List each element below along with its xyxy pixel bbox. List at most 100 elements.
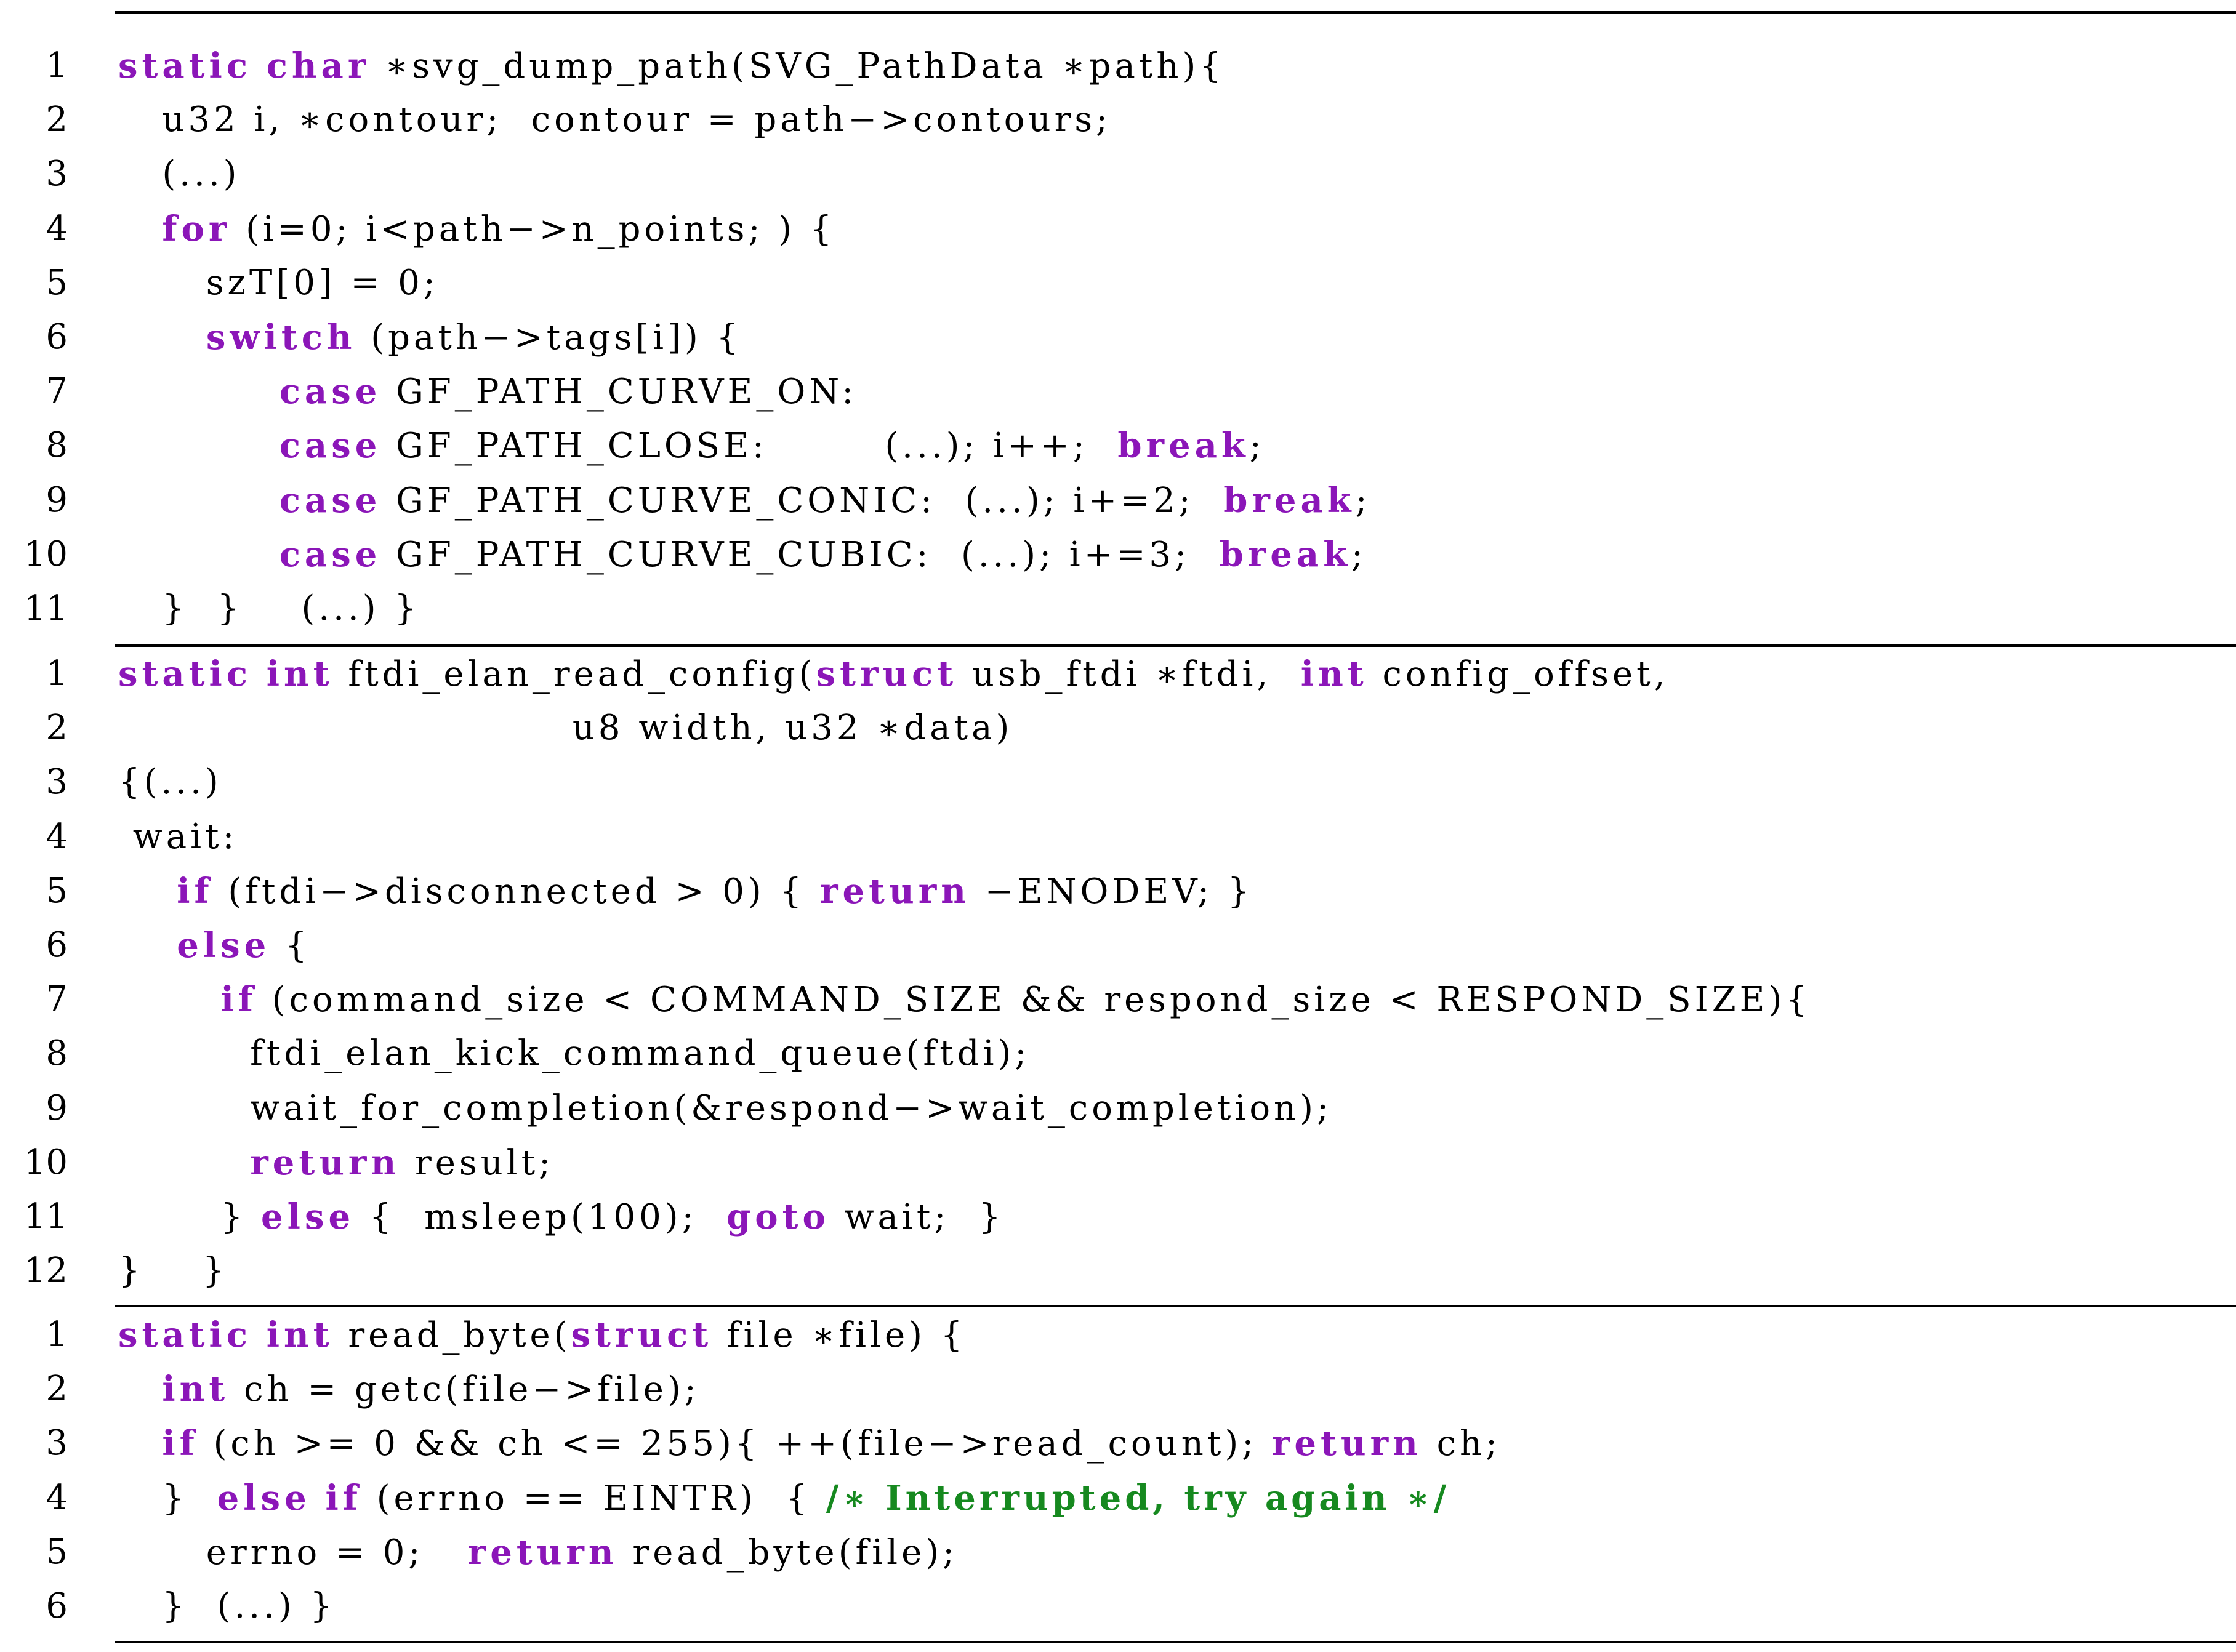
keyword-token: goto [726, 1197, 830, 1237]
code-line: case GF_PATH_CURVE_CONIC: (...); i+=2; b… [118, 479, 1370, 523]
code-line: case GF_PATH_CURVE_CUBIC: (...); i+=3; b… [118, 533, 1367, 577]
code-token [118, 426, 280, 466]
line-number: 10 [23, 1142, 68, 1182]
line-number: 8 [46, 425, 68, 466]
code-line: {(...) [118, 761, 222, 804]
keyword-token: return [820, 870, 970, 912]
keyword-token: char [266, 46, 371, 86]
line-number: 10 [23, 534, 68, 574]
horizontal-rule [115, 1305, 2236, 1307]
horizontal-rule [115, 11, 2236, 14]
code-line: } (...) } [118, 1585, 336, 1628]
keyword-token: break [1219, 534, 1352, 575]
code-line: ftdi_elan_kick_command_queue(ftdi); [118, 1032, 1030, 1075]
code-token: } } [118, 1251, 228, 1291]
keyword-token: case [279, 371, 382, 412]
code-line: else { [118, 924, 311, 968]
code-token: GF_PATH_CURVE_ON: [381, 372, 858, 412]
code-line: } else { msleep(100); goto wait; } [118, 1195, 1004, 1239]
code-token: usb_ftdi ∗ftdi, [957, 654, 1301, 694]
code-token: −ENODEV; } [970, 871, 1253, 912]
code-token: GF_PATH_CURVE_CONIC: (...); i+=2; [381, 480, 1224, 521]
line-number: 11 [23, 588, 68, 628]
code-token: ; [1351, 534, 1367, 575]
code-line: return result; [118, 1141, 554, 1185]
keyword-token: for [162, 208, 231, 249]
code-line: for (i=0; i<path−>n_points; ) { [118, 207, 835, 251]
code-token [118, 980, 221, 1020]
line-number: 5 [46, 870, 68, 911]
code-token [118, 209, 162, 249]
keyword-token: struct [571, 1315, 713, 1355]
comment-token: /∗ Interrupted, try again ∗/ [826, 1477, 1450, 1518]
code-token: u8 width, u32 ∗data) [118, 708, 1013, 748]
code-token [252, 1315, 267, 1355]
code-token: ch; [1422, 1424, 1501, 1464]
code-token: (errno == EINTR) { [361, 1478, 826, 1518]
keyword-token: break [1223, 479, 1356, 521]
code-line: szT[0] = 0; [118, 262, 439, 305]
line-number: 8 [46, 1033, 68, 1074]
horizontal-rule [115, 644, 2236, 647]
keyword-token: if [177, 870, 214, 912]
code-token: (command_size < COMMAND_SIZE && respond_… [257, 980, 1811, 1020]
code-token [118, 318, 206, 358]
code-token: GF_PATH_CLOSE: (...); i++; [381, 426, 1118, 467]
keyword-token: static [118, 46, 252, 86]
code-token: read_byte( [333, 1315, 571, 1355]
code-token: ftdi_elan_kick_command_queue(ftdi); [118, 1033, 1031, 1074]
code-token: (i=0; i<path−>n_points; ) { [231, 209, 836, 249]
code-token: u32 i, ∗contour; contour = path−>contour… [118, 100, 1111, 140]
keyword-token: if [220, 979, 257, 1020]
code-token: GF_PATH_CURVE_CUBIC: (...); i+=3; [381, 534, 1220, 575]
keyword-token: return [250, 1142, 401, 1183]
code-line: wait_for_completion(&respond−>wait_compl… [118, 1087, 1332, 1130]
code-line: wait: [118, 816, 238, 859]
keyword-token: struct [816, 654, 958, 694]
code-line: } else if (errno == EINTR) { /∗ Interrup… [118, 1477, 1450, 1520]
code-token [252, 46, 267, 86]
code-token [118, 1424, 162, 1464]
line-number: 11 [23, 1197, 68, 1237]
code-token: errno = 0; [118, 1532, 468, 1573]
code-token: (ch >= 0 && ch <= 255){ ++(file−>read_co… [198, 1424, 1272, 1464]
keyword-token: int [1300, 654, 1368, 694]
code-token: } (...) } [118, 1586, 336, 1626]
keyword-token: return [467, 1531, 618, 1573]
code-token: szT[0] = 0; [118, 262, 439, 303]
code-token [118, 1369, 162, 1409]
line-number: 4 [46, 1477, 68, 1518]
code-token: } } (...) } [118, 588, 420, 628]
line-number: 2 [46, 708, 68, 748]
keyword-token: int [162, 1369, 230, 1410]
code-token: { msleep(100); [355, 1197, 727, 1237]
keyword-token: else [261, 1197, 355, 1237]
code-token [118, 535, 280, 575]
code-token: wait_for_completion(&respond−>wait_compl… [118, 1088, 1332, 1128]
line-number: 12 [23, 1251, 68, 1291]
line-number: 3 [46, 762, 68, 803]
line-number: 1 [46, 654, 68, 694]
line-number: 7 [46, 979, 68, 1020]
line-number: 1 [46, 1315, 68, 1355]
line-number: 6 [46, 925, 68, 965]
code-line: if (command_size < COMMAND_SIZE && respo… [118, 978, 1811, 1022]
code-line: u32 i, ∗contour; contour = path−>contour… [118, 98, 1111, 142]
code-line: } } [118, 1249, 228, 1293]
code-line: static char ∗svg_dump_path(SVG_PathData … [118, 44, 1225, 88]
code-line: static int read_byte(struct file ∗file) … [118, 1313, 966, 1357]
line-number: 4 [46, 816, 68, 857]
code-line: int ch = getc(file−>file); [118, 1368, 700, 1411]
code-token: { [270, 926, 311, 966]
code-token: (ftdi−>disconnected > 0) { [213, 871, 820, 912]
code-line: errno = 0; return read_byte(file); [118, 1531, 958, 1574]
line-number: 3 [46, 1423, 68, 1464]
line-number: 6 [46, 317, 68, 357]
code-token: } [118, 1197, 262, 1237]
line-number: 9 [46, 1088, 68, 1128]
code-line: case GF_PATH_CURVE_ON: [118, 370, 857, 414]
line-number: 1 [46, 46, 68, 86]
keyword-token: static [118, 654, 252, 694]
line-number: 5 [46, 1531, 68, 1572]
code-token: {(...) [118, 762, 222, 803]
